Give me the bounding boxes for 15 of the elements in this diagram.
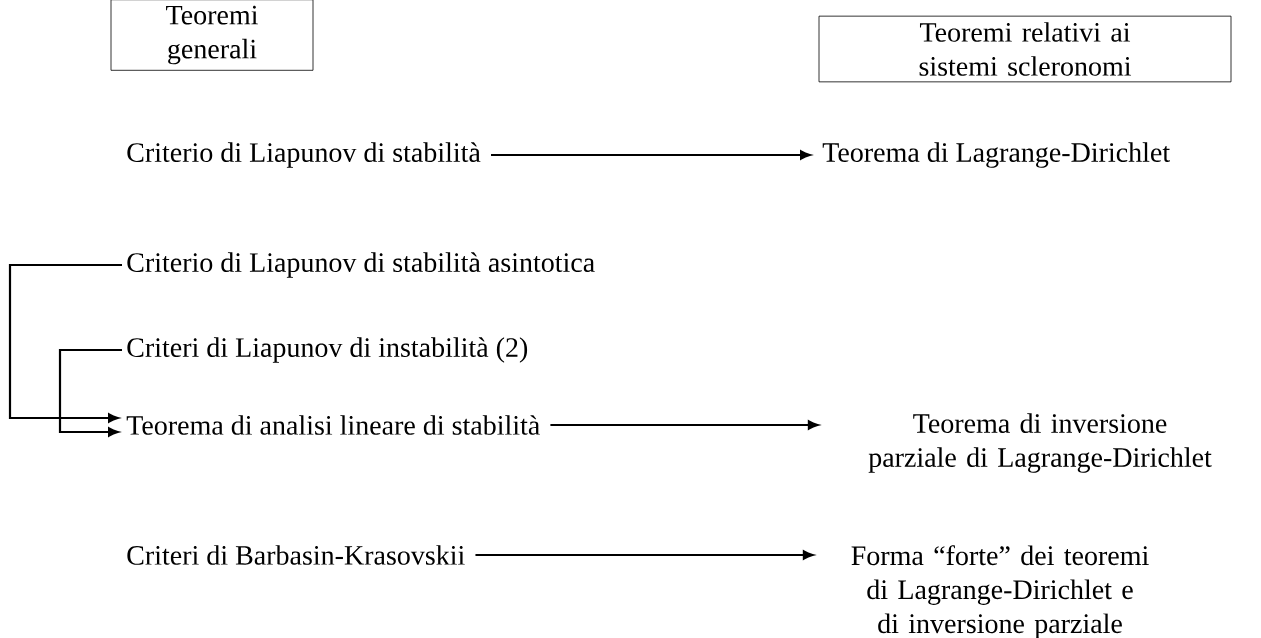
arrow [550,420,819,430]
theorem-label: Forma “forte” dei teoremi di Lagrange-Dirichlet e di inversione parziale [851,545,1149,638]
theorem-label: Teorema di inversione parziale di Lagrange-Dirichlet [868,413,1212,473]
heading-box: Teoremi generali [110,0,314,71]
arrow [491,150,811,160]
arrow [58,348,122,437]
theorem-label: Criterio di Liapunov di stabilità asintotica [127,252,595,278]
theorem-label: Criteri di Barbasin-Krasovskii [127,545,465,565]
arrow [8,263,122,423]
heading-box: Teoremi relativi ai sistemi scleronomi [818,15,1232,83]
theorem-label: Teorema di Lagrange-Dirichlet [822,142,1170,168]
arrow [475,550,814,560]
theorem-label: Criteri di Liapunov di instabilità (2) [127,337,528,363]
theorem-label: Criterio di Liapunov di stabilità [127,142,481,168]
theorem-label: Teorema di analisi lineare di stabilità [126,415,540,435]
